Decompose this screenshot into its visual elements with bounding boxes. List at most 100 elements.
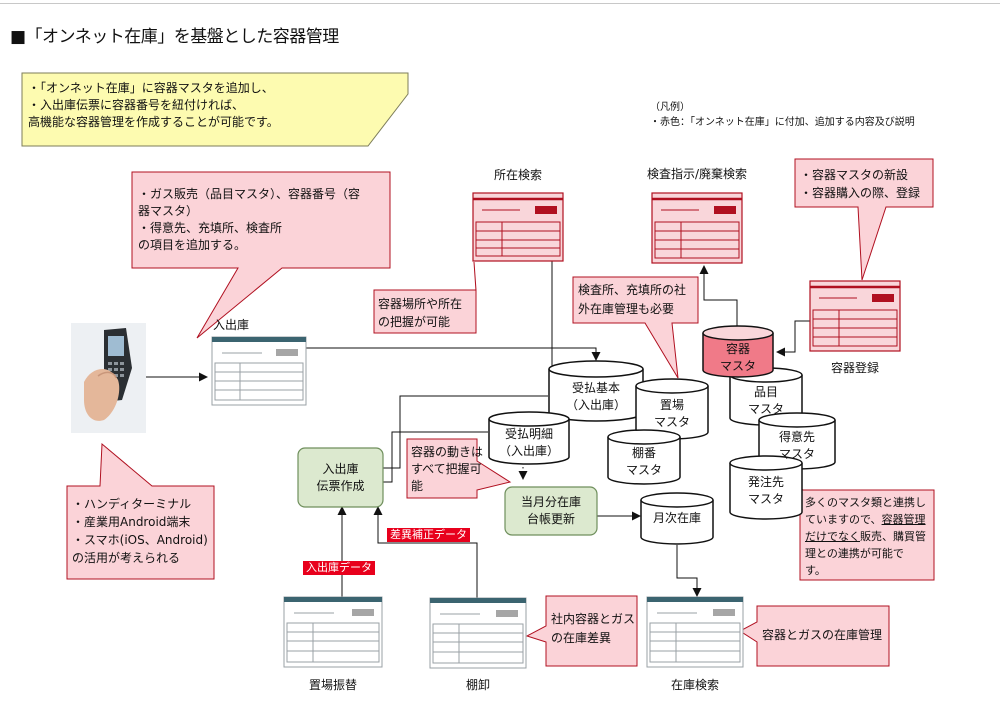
proc-slip-create-shape (297, 447, 384, 508)
note-linkage-text: ていますので、 (805, 513, 882, 526)
note-devices-line: ・ハンディターミナル (72, 497, 192, 511)
note-external-line: 検査所、充填所の社 (578, 283, 687, 297)
note-linkage-emphasis: だけでなく (805, 530, 860, 543)
proc-ledger-line: 当月分在庫 (520, 495, 581, 509)
note-devices-shape (66, 442, 215, 580)
page-title: ■「オンネット在庫」を基盤とした容器管理 (10, 27, 339, 47)
note-items-added: ・ガス販売（品目マスタ）、容器番号（容 器マスタ） ・得意先、充填所、検査所 の… (138, 186, 360, 254)
form-stock-search-label: 在庫検索 (670, 678, 719, 692)
note-gas-stock-shape (739, 605, 890, 667)
form-inspection-search-label: 検査指示/廃棄検索 (646, 167, 748, 181)
note-internal-diff: 社内容器とガス の在庫差異 (551, 610, 635, 648)
note-container-master-new: ・容器マスタの新設 ・容器購入の際、登録 (800, 166, 920, 202)
note-container-new-line: ・容器購入の際、登録 (800, 186, 921, 200)
note-movement-line: すべて把握可 (411, 462, 482, 476)
form-container-register-label: 容器登録 (830, 361, 879, 375)
form-location-search-shape (472, 192, 564, 262)
note-internal-line: 社内容器とガス (551, 612, 636, 626)
note-linkage-line: す。 (805, 564, 826, 577)
db-item-master: 品目 マスタ (730, 384, 802, 418)
note-internal-line: の在庫差異 (551, 631, 612, 645)
db-container-line: 容器 (725, 342, 750, 356)
db-shelf-master-shape (607, 429, 681, 485)
note-items-added-shape (131, 171, 391, 339)
form-yard-transfer-shape (283, 596, 383, 668)
note-linkage-emphasis: 容器管理 (881, 513, 926, 526)
note-location-line: の把握が可能 (378, 315, 451, 329)
proc-slip-create: 入出庫 伝票作成 (298, 448, 383, 507)
db-order-line: マスタ (747, 492, 784, 506)
db-receipt-detail: 受払明細 （入出庫） (489, 426, 569, 460)
legend-line-2: ・赤色：「オンネット在庫」に付加、追加する内容及び説明 (650, 117, 915, 128)
db-yard-master: 置場 マスタ (636, 397, 708, 431)
note-movement-line: 能 (411, 479, 424, 493)
note-external-line: 外在庫管理も必要 (578, 302, 675, 316)
db-order-master: 発注先 マスタ (730, 474, 802, 508)
note-gas-stock-mgmt: 容器とガスの在庫管理 (762, 628, 883, 642)
note-intro-line: ・入出庫伝票に容器番号を紐付ければ、 (28, 98, 245, 112)
db-monthly-stock: 月次在庫 (652, 511, 701, 525)
db-receipt-basic-line: 受払基本 (571, 381, 620, 395)
db-monthly-stock-shape (640, 492, 714, 545)
proc-ledger-update-shape (504, 486, 598, 536)
db-shelf-line: マスタ (625, 463, 662, 477)
db-shelf-line: 棚番 (631, 446, 656, 460)
db-receipt-detail-line: （入出庫） (498, 444, 559, 458)
db-yard-line: 置場 (659, 398, 684, 412)
db-receipt-basic-line: （入出庫） (565, 398, 626, 412)
note-items-line: ・ガス販売（品目マスタ）、容器番号（容 (138, 187, 361, 201)
note-intro: ・「オンネット在庫」に容器マスタを追加し、 ・入出庫伝票に容器番号を紐付ければ、… (28, 80, 279, 131)
note-movement-grasp: 容器の動きは すべて把握可 能 (411, 444, 483, 495)
note-container-new-line: ・容器マスタの新設 (800, 168, 909, 182)
note-items-line: ・得意先、充填所、検査所 (138, 221, 283, 235)
note-container-new-shape (794, 158, 934, 281)
note-devices-line: の活用が考えられる (72, 551, 181, 565)
note-devices-line: ・スマホ(iOS、Android) (72, 533, 208, 547)
db-receipt-basic: 受払基本 （入出庫） (549, 380, 643, 414)
note-location-shape (373, 261, 477, 334)
db-container-line: マスタ (719, 359, 756, 373)
form-inspection-search-shape (651, 192, 743, 264)
note-linkage-text: 販売、購買管 (860, 530, 926, 543)
form-location-search-label: 所在検索 (493, 168, 542, 182)
legend-line-1: （凡例） (650, 102, 690, 113)
note-items-line: の項目を追加する。 (138, 238, 247, 252)
proc-ledger-update: 当月分在庫 台帳更新 (505, 487, 597, 535)
note-movement-shape (406, 438, 512, 499)
db-order-master-shape (729, 455, 803, 520)
note-internal-diff-shape (525, 595, 638, 667)
note-linkage-line: 多くのマスタ類と連携し (805, 496, 926, 509)
form-in-out-label: 入出庫 (213, 318, 250, 332)
db-customer-master: 得意先 マスタ (759, 429, 835, 463)
db-shelf-master: 棚番 マスタ (608, 445, 680, 479)
form-stock-search-shape (646, 596, 744, 668)
db-item-line: 品目 (753, 385, 778, 399)
db-customer-line: 得意先 (778, 430, 815, 444)
note-linkage-line: だけでなく販売、購買管 (805, 528, 926, 545)
form-container-register-shape (809, 280, 901, 352)
note-location-grasp: 容器場所や所在 の把握が可能 (378, 295, 462, 331)
note-intro-line: ・「オンネット在庫」に容器マスタを追加し、 (28, 81, 274, 95)
legend: （凡例） ・赤色：「オンネット在庫」に付加、追加する内容及び説明 (650, 100, 915, 130)
note-items-line: 器マスタ） (138, 204, 199, 218)
form-stocktake-label: 棚卸 (465, 678, 490, 692)
note-intro-line: 高機能な容器管理を作成することが可能です。 (28, 115, 279, 129)
db-customer-line: マスタ (778, 447, 815, 461)
note-movement-line: 容器の動きは (411, 445, 484, 459)
proc-slip-line: 入出庫 (322, 461, 359, 476)
note-external-stock: 検査所、充填所の社 外在庫管理も必要 (578, 281, 686, 319)
form-yard-transfer-label: 置場振替 (308, 678, 357, 692)
note-intro-shape (21, 72, 409, 147)
note-external-shape (572, 276, 699, 379)
db-receipt-detail-shape (488, 411, 570, 465)
db-yard-line: マスタ (653, 415, 690, 429)
note-devices-line: ・産業用Android端末 (72, 515, 191, 529)
form-stocktake-shape (429, 597, 527, 669)
proc-slip-line: 伝票作成 (316, 478, 365, 493)
db-order-line: 発注先 (747, 475, 784, 489)
note-linkage-line: 理との連携が可能で (805, 547, 904, 560)
note-devices: ・ハンディターミナル ・産業用Android端末 ・スマホ(iOS、Androi… (72, 495, 208, 567)
note-linkage: 多くのマスタ類と連携し ていますので、容器管理 だけでなく販売、購買管 理との連… (805, 494, 926, 579)
note-linkage-line: ていますので、容器管理 (805, 511, 926, 528)
